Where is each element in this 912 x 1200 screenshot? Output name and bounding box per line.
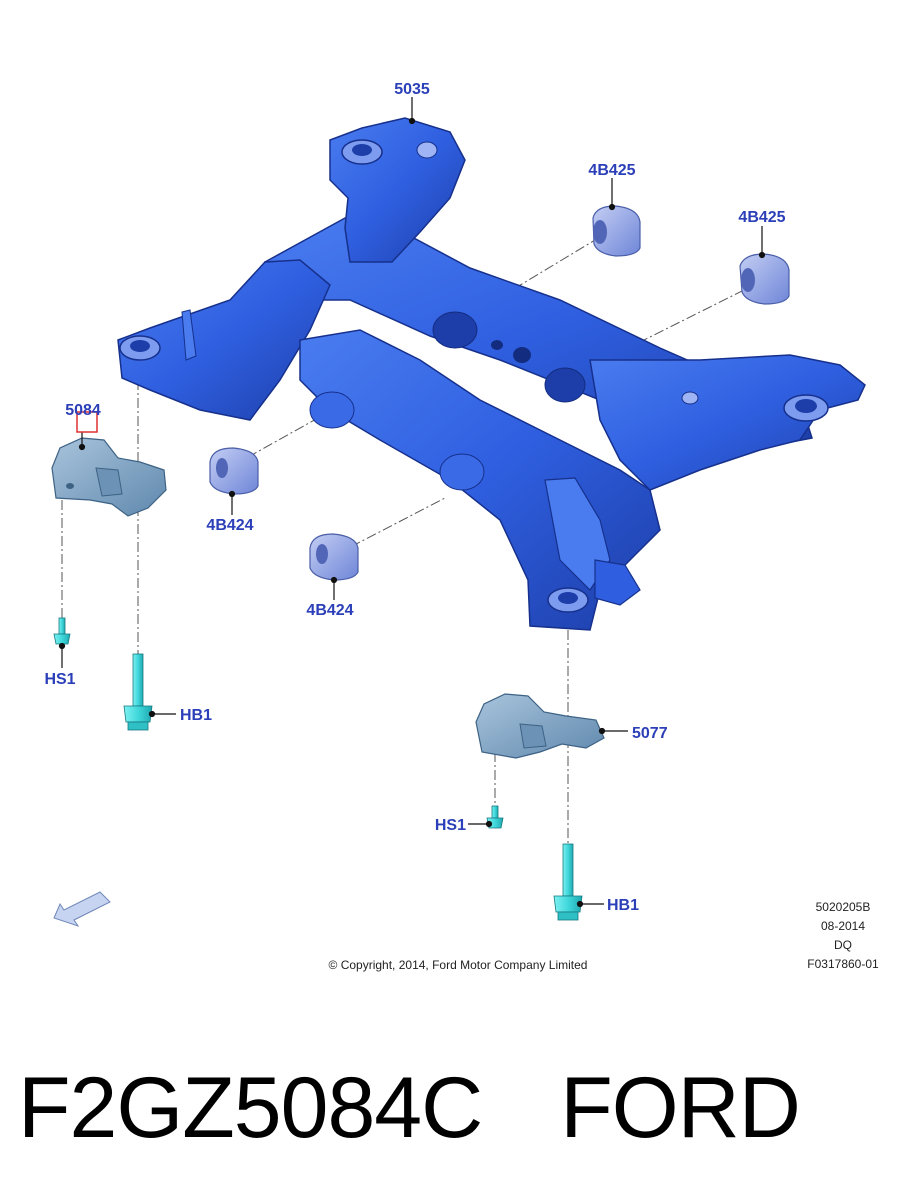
callout-HB1-left[interactable]: HB1 xyxy=(180,707,212,724)
bracket-5077[interactable] xyxy=(475,693,605,759)
highlight-box-5084 xyxy=(76,411,98,433)
part-number: F2GZ5084C xyxy=(18,1060,483,1156)
callout-HS1-left[interactable]: HS1 xyxy=(44,671,75,688)
bolt-HB1-right[interactable] xyxy=(553,843,583,921)
leader-lines xyxy=(58,97,766,908)
callout-HB1-right[interactable]: HB1 xyxy=(607,897,639,914)
brand-name: FORD xyxy=(560,1060,801,1156)
drawing-number: 5020205B xyxy=(816,900,871,914)
callout-4B425-right[interactable]: 4B425 xyxy=(738,209,785,226)
callout-4B424-upper[interactable]: 4B424 xyxy=(206,517,253,534)
drawing-date: 08-2014 xyxy=(821,919,865,933)
part-caption: F2GZ5084C FORD xyxy=(18,1048,898,1168)
callout-4B424-lower[interactable]: 4B424 xyxy=(306,602,353,619)
bushing-4B424-upper[interactable] xyxy=(209,447,259,495)
bushing-4B425-rear-right[interactable] xyxy=(739,253,790,305)
subframe-5035[interactable] xyxy=(117,117,866,631)
copyright-notice: © Copyright, 2014, Ford Motor Company Li… xyxy=(329,958,588,972)
callout-5084[interactable]: 5084 xyxy=(65,402,101,419)
screw-HS1-left[interactable] xyxy=(53,617,71,645)
callout-5077[interactable]: 5077 xyxy=(632,725,668,742)
drawing-code: DQ xyxy=(834,938,852,952)
bushing-4B424-lower[interactable] xyxy=(309,533,359,581)
direction-arrow-icon xyxy=(53,891,111,927)
parts-diagram: 5035 4B425 4B425 5084 4B424 4B424 HS1 HB… xyxy=(44,81,879,972)
figure-number: F0317860-01 xyxy=(807,957,879,971)
bolt-HB1-left[interactable] xyxy=(123,653,153,731)
bushing-4B425-rear-left[interactable] xyxy=(592,205,641,257)
callout-4B425-left[interactable]: 4B425 xyxy=(588,162,635,179)
callout-5035[interactable]: 5035 xyxy=(394,81,430,98)
callout-HS1-right[interactable]: HS1 xyxy=(435,817,466,834)
bracket-5084[interactable] xyxy=(51,437,167,517)
